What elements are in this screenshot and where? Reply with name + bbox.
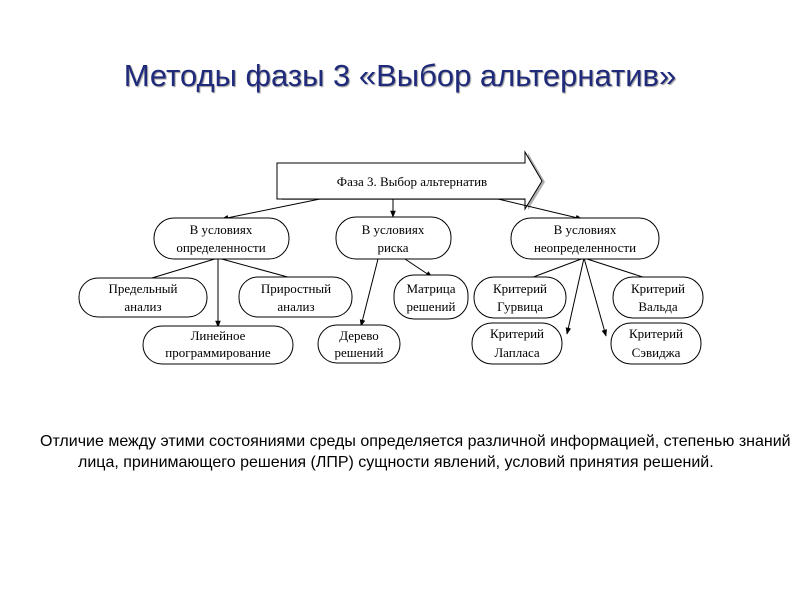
node-marginal-analysis: Предельный анализ [78, 277, 208, 318]
node-linear-line2: программирование [165, 345, 271, 360]
node-hurwicz-line1: Критерий [493, 281, 547, 296]
node-incremental-analysis: Приростный анализ [238, 276, 353, 318]
node-hurwicz-criterion: Критерий Гурвица [473, 276, 567, 319]
connector-risk-matrix [404, 258, 433, 278]
node-uncertainty: В условиях неопределенности [510, 217, 660, 260]
node-tree-line1: Дерево [339, 328, 379, 343]
connector-phase-certainty [221, 198, 321, 221]
phase-label: Фаза 3. Выбор альтернатив [337, 174, 487, 189]
node-risk-line2: риска [377, 240, 408, 255]
node-laplace-criterion: Критерий Лапласа [471, 322, 563, 365]
node-certainty-line1: В условиях [190, 222, 253, 237]
node-wald-criterion: Критерий Вальда [612, 276, 704, 319]
node-savage-line1: Критерий [629, 326, 683, 341]
connector-uncertainty-laplace [565, 257, 585, 335]
connector-certainty-incremental [217, 257, 296, 280]
connector-phase-uncertainty [497, 198, 583, 221]
node-decision-matrix: Матрица решений [393, 274, 469, 320]
connector-risk-tree [359, 258, 379, 327]
node-uncertainty-line1: В условиях [554, 222, 617, 237]
connectors [141, 198, 650, 337]
slide-caption: Отличие между этими состояниями среды оп… [40, 433, 791, 471]
node-matrix-line2: решений [407, 299, 456, 314]
connector-certainty-marginal [141, 257, 219, 282]
node-laplace-line2: Лапласа [494, 345, 540, 360]
node-savage-line2: Сэвиджа [632, 345, 681, 360]
node-incremental-line1: Приростный [261, 281, 331, 296]
node-uncertainty-line2: неопределенности [534, 240, 636, 255]
node-marginal-line2: анализ [124, 299, 161, 314]
node-decision-tree: Дерево решений [317, 324, 401, 364]
node-matrix-line1: Матрица [406, 281, 455, 296]
node-risk-line1: В условиях [362, 222, 425, 237]
node-certainty: В условиях определенности [153, 217, 290, 260]
node-marginal-line1: Предельный [109, 281, 178, 296]
node-linear-line1: Линейное [191, 328, 246, 343]
node-hurwicz-line2: Гурвица [497, 299, 543, 314]
node-risk: В условиях риска [335, 216, 452, 260]
node-certainty-line2: определенности [176, 240, 265, 255]
connector-uncertainty-savage [583, 257, 607, 337]
slide-title: Методы фазы 3 «Выбор альтернатив» [123, 58, 677, 93]
node-wald-line2: Вальда [638, 299, 678, 314]
node-tree-line2: решений [335, 345, 384, 360]
node-incremental-line2: анализ [277, 299, 314, 314]
connector-uncertainty-wald [583, 257, 650, 280]
node-savage-criterion: Критерий Сэвиджа [610, 322, 702, 365]
node-wald-line1: Критерий [631, 281, 685, 296]
connector-uncertainty-hurwicz [527, 257, 585, 280]
phase-arrow: Фаза 3. Выбор альтернатив [276, 150, 545, 211]
node-laplace-line1: Критерий [490, 326, 544, 341]
node-linear-programming: Линейное программирование [142, 325, 294, 365]
